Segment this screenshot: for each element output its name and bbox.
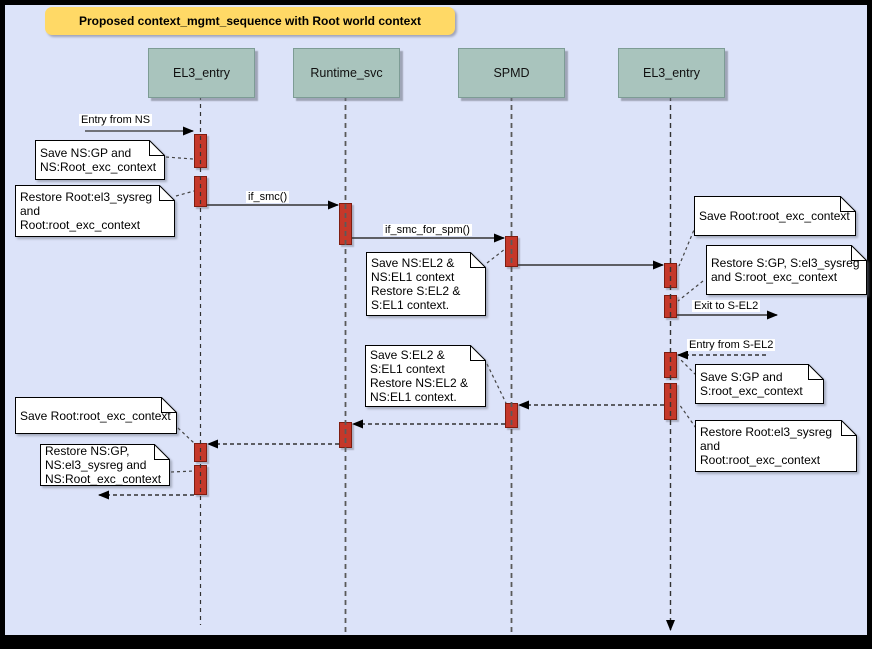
note-save-s-el2: Save S:EL2 & S:EL1 context Restore NS:EL…: [365, 345, 486, 407]
activation-runtime-2: [339, 422, 352, 448]
activation-el3l-3: [194, 443, 207, 462]
label-exit-to-sel2: Exit to S-EL2: [692, 300, 761, 312]
note-shape: [365, 345, 486, 407]
note-restore-root-el3-sysreg-right: Restore Root:el3_sysreg and Root:root_ex…: [695, 420, 857, 472]
actor-spmd: SPMD: [458, 48, 565, 98]
diagram-title: Proposed context_mgmt_sequence with Root…: [45, 7, 455, 35]
note-shape: [695, 420, 857, 472]
note-save-ns-el2: Save NS:EL2 & NS:EL1 context Restore S:E…: [366, 252, 486, 316]
activation-el3r-3: [664, 352, 677, 378]
note-shape: [695, 364, 824, 404]
note-shape: [35, 140, 165, 180]
actor-runtime-svc: Runtime_svc: [293, 48, 400, 98]
activation-runtime-1: [339, 203, 352, 245]
diagram-canvas: [5, 5, 867, 635]
note-save-root-exc-right: Save Root:root_exc_context: [694, 196, 856, 236]
note-shape: [706, 245, 867, 295]
note-restore-root-el3-sysreg-left: Restore Root:el3_sysreg and Root:root_ex…: [15, 185, 175, 237]
label-entry-from-ns: Entry from NS: [79, 114, 153, 126]
label-entry-from-sel2: Entry from S-EL2: [687, 339, 776, 351]
note-shape: [15, 397, 177, 434]
actor-el3-entry-left: EL3_entry: [148, 48, 255, 98]
note-shape: [15, 185, 175, 237]
activation-el3r-2: [664, 295, 677, 318]
activation-spmd-2: [505, 403, 518, 428]
label-if-smc-for-spm: if_smc_for_spm(): [383, 224, 472, 236]
note-restore-ns-gp: Restore NS:GP, NS:el3_sysreg and NS:Root…: [40, 444, 170, 486]
note-restore-s-gp: Restore S:GP, S:el3_sysreg and S:root_ex…: [706, 245, 867, 295]
activation-spmd-1: [505, 236, 518, 267]
note-save-ns-gp: Save NS:GP and NS:Root_exc_context: [35, 140, 165, 180]
label-if-smc: if_smc(): [246, 191, 290, 203]
activation-el3l-2: [194, 176, 207, 207]
note-save-s-gp: Save S:GP and S:root_exc_context: [695, 364, 824, 404]
activation-el3l-1: [194, 134, 207, 168]
actor-el3-entry-right: EL3_entry: [618, 48, 725, 98]
activation-el3r-1: [664, 263, 677, 288]
activation-el3l-4: [194, 465, 207, 495]
note-shape: [40, 444, 170, 486]
activation-el3r-4: [664, 383, 677, 420]
note-shape: [366, 252, 486, 316]
note-save-root-exc-left: Save Root:root_exc_context: [15, 397, 177, 434]
